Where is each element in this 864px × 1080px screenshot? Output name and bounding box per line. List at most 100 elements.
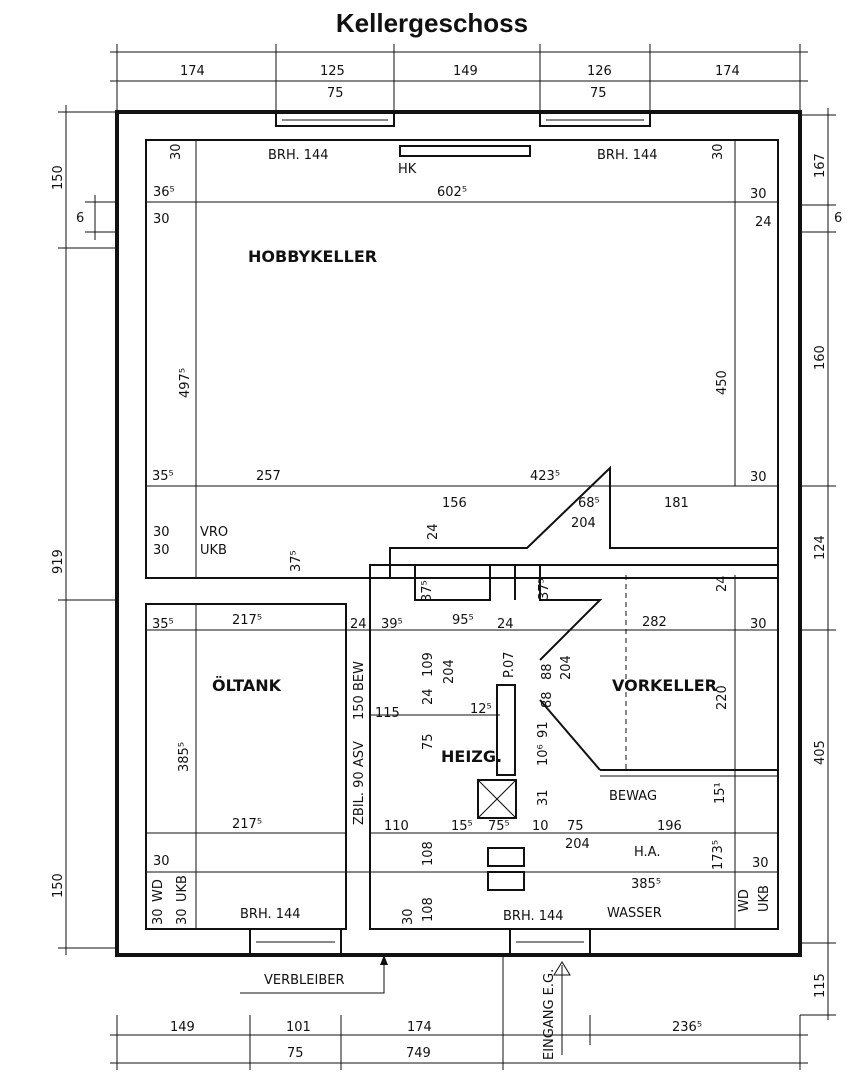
- dimension-label: 110: [384, 819, 409, 834]
- dimension-label: 15⁵: [451, 819, 473, 834]
- dimension-label: 30: [169, 143, 184, 160]
- dimension-label: 220: [715, 685, 730, 710]
- dimension-label: 30: [153, 854, 170, 869]
- dimension-label: 36⁵: [153, 185, 175, 200]
- dimension-label: 257: [256, 469, 281, 484]
- dimension-label: 149: [453, 64, 478, 79]
- room-hobbykeller: HOBBYKELLER: [248, 247, 377, 266]
- dimension-label: 919: [51, 549, 66, 574]
- dimension-label: 385⁵: [177, 742, 192, 772]
- label-eingang: EINGANG E.G.: [542, 969, 557, 1060]
- dimension-label: 12⁵: [470, 702, 492, 717]
- label-asv: ZBIL. 90 ASV: [352, 741, 367, 825]
- label-hk: HK: [398, 162, 417, 177]
- dimension-label: 174: [180, 64, 205, 79]
- dimension-label: 30: [750, 470, 767, 485]
- dimension-label: 204: [571, 516, 596, 531]
- dimension-label: 91: [536, 721, 551, 738]
- dimension-label: 68⁵: [578, 496, 600, 511]
- label-brh-top-left: BRH. 144: [268, 148, 329, 163]
- dimension-label: 124: [813, 535, 828, 560]
- dimension-label: 39⁵: [381, 617, 403, 632]
- dimension-label: 6: [76, 211, 84, 226]
- walls: [115, 110, 802, 1055]
- dimension-label: 24: [755, 215, 772, 230]
- label-brh-bottom-left: BRH. 144: [240, 907, 301, 922]
- room-oeltank: ÖLTANK: [212, 676, 282, 695]
- dimension-label: 10⁶: [536, 744, 551, 766]
- dimension-label: 149: [170, 1020, 195, 1035]
- dimension-label: 181: [664, 496, 689, 511]
- room-bewag: BEWAG: [609, 789, 657, 804]
- dimension-label: 30: [750, 187, 767, 202]
- dimension-label: 108: [421, 897, 436, 922]
- dimension-label: 30: [711, 143, 726, 160]
- dimension-label: 95⁵: [452, 613, 474, 628]
- label-brh-top-right: BRH. 144: [597, 148, 658, 163]
- dimension-label: 204: [559, 655, 574, 680]
- label-ukb-right: UKB: [757, 885, 772, 912]
- room-ha: H.A.: [634, 845, 660, 860]
- dimension-lines: [58, 44, 836, 1070]
- dimension-label: 204: [442, 659, 457, 684]
- dimension-label: 160: [813, 345, 828, 370]
- dimension-label: 156: [442, 496, 467, 511]
- dimension-label: 30: [151, 908, 166, 925]
- dimension-label: 173⁵: [711, 840, 726, 870]
- dimension-label: 75: [287, 1046, 304, 1061]
- label-wd-right: WD: [737, 889, 752, 912]
- dimension-label: 37⁵: [537, 578, 552, 600]
- dimension-label: 405: [813, 740, 828, 765]
- label-verbleiber: VERBLEIBER: [264, 973, 345, 988]
- dimension-label: 75: [421, 733, 436, 750]
- dimension-label: 101: [286, 1020, 311, 1035]
- dimension-label: 24: [426, 523, 441, 540]
- label-ukb-left: UKB: [175, 875, 190, 902]
- dimension-label: 31: [536, 789, 551, 806]
- room-heizung: HEIZG.: [441, 747, 502, 766]
- label-bew: 150 BEW: [352, 661, 367, 720]
- dimension-label: 37⁵: [420, 580, 435, 602]
- dimension-label: 6: [834, 211, 842, 226]
- dimension-label: 35⁵: [152, 469, 174, 484]
- dimension-label: 282: [642, 615, 667, 630]
- dimension-label: 749: [406, 1046, 431, 1061]
- dimension-label: 423⁵: [530, 469, 560, 484]
- dimension-label: 196: [657, 819, 682, 834]
- dimension-label: P.07: [502, 652, 517, 679]
- dimension-label: 30: [153, 543, 170, 558]
- dimension-label: 30: [153, 212, 170, 227]
- dimension-label: 108: [421, 841, 436, 866]
- dimension-label: 88: [540, 691, 555, 708]
- dimension-label: 37⁵: [289, 550, 304, 572]
- dimension-label: 35⁵: [152, 617, 174, 632]
- dimension-label: 109: [421, 652, 436, 677]
- room-labels: HOBBYKELLER ÖLTANK HEIZG. VORKELLER BEWA…: [212, 247, 717, 921]
- dimension-label: 385⁵: [631, 877, 661, 892]
- dimension-label: 75: [590, 86, 607, 101]
- label-ukb: UKB: [200, 543, 227, 558]
- dimension-label: 24: [421, 688, 436, 705]
- dimension-label: 30: [750, 617, 767, 632]
- dimension-label: 115: [375, 706, 400, 721]
- page-title: Kellergeschoss: [335, 8, 529, 38]
- dimension-label: 174: [407, 1020, 432, 1035]
- room-wasser: WASSER: [607, 906, 662, 921]
- dimension-texts: 174 125 149 126 174 75 75 150 6 919 150 …: [51, 64, 842, 1061]
- dimension-label: 217⁵: [232, 613, 262, 628]
- dimension-label: 497⁵: [178, 368, 193, 398]
- dimension-label: 24: [350, 617, 367, 632]
- dimension-label: 115: [813, 973, 828, 998]
- dimension-label: 75: [327, 86, 344, 101]
- dimension-label: 217⁵: [232, 817, 262, 832]
- dimension-label: 236⁵: [672, 1020, 702, 1035]
- dimension-label: 88: [540, 663, 555, 680]
- room-vorkeller: VORKELLER: [612, 676, 717, 695]
- dimension-label: 126: [587, 64, 612, 79]
- dimension-label: 125: [320, 64, 345, 79]
- annotations: BRH. 144 BRH. 144 HK VRO UKB 150 BEW ZBI…: [151, 148, 772, 1060]
- dimension-label: 30: [401, 908, 416, 925]
- dimension-label: 167: [813, 153, 828, 178]
- dimension-label: 24: [715, 575, 730, 592]
